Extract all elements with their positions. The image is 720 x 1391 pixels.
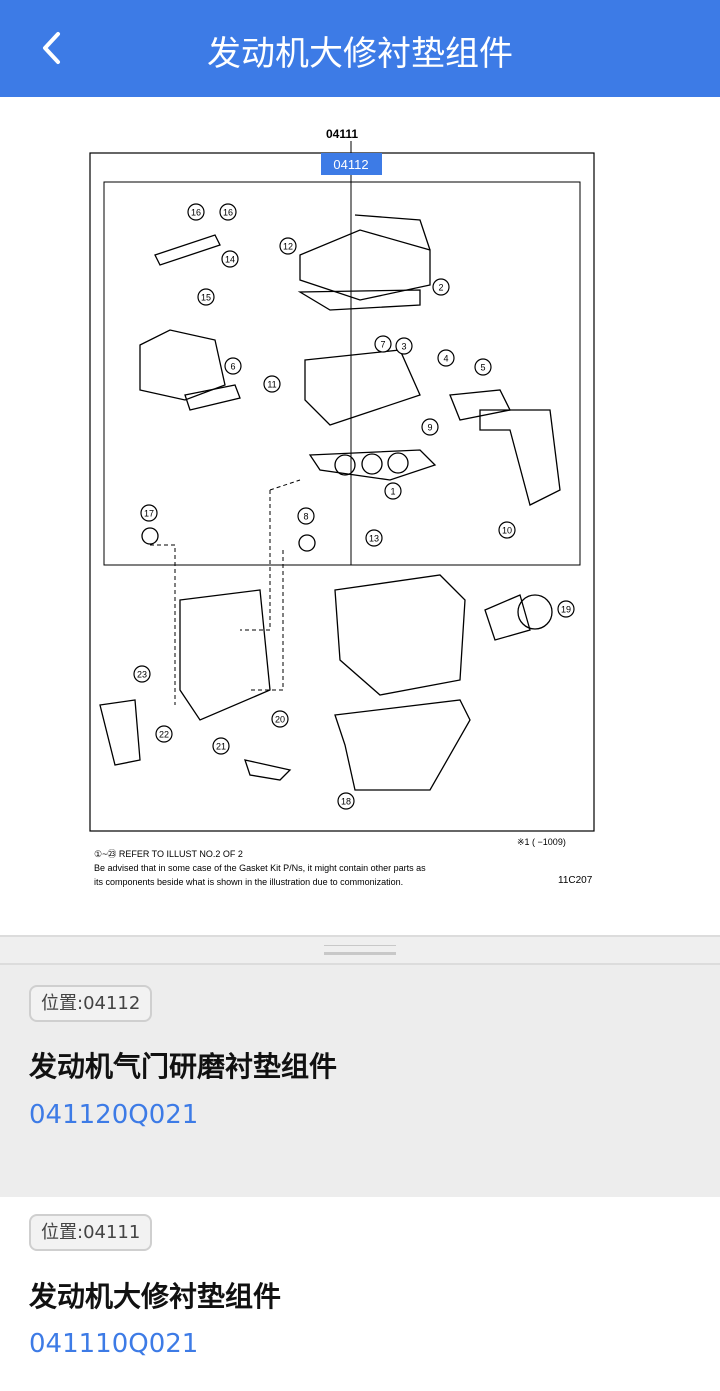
advice-line-2: its components beside what is shown in t… [94, 877, 403, 887]
callout-number: 3 [401, 342, 406, 352]
callout-2[interactable]: 2 [432, 278, 450, 296]
highlight-label-text[interactable]: 04112 [333, 157, 368, 172]
callout-number: 8 [303, 512, 308, 522]
top-bar: 发动机大修衬垫组件 [0, 0, 720, 97]
callout-19[interactable]: 19 [557, 600, 575, 618]
callout-number: 2 [438, 283, 443, 293]
callout-number: 19 [561, 605, 571, 615]
callout-16[interactable]: 16 [219, 203, 237, 221]
advice-line-1: Be advised that in some case of the Gask… [94, 863, 426, 873]
callout-number: 23 [137, 670, 147, 680]
callout-18[interactable]: 18 [337, 792, 355, 810]
note-right: ※1 ( −1009) [517, 837, 566, 847]
part-name: 发动机气门研磨衬垫组件 [29, 1050, 338, 1083]
callout-8[interactable]: 8 [297, 507, 315, 525]
callout-number: 14 [225, 255, 235, 265]
callout-number: 10 [502, 526, 512, 536]
callout-number: 4 [443, 354, 448, 364]
callout-number: 15 [201, 293, 211, 303]
callout-21[interactable]: 21 [212, 737, 230, 755]
back-button[interactable] [30, 24, 74, 72]
diagram-label-04112[interactable]: 04112 [321, 153, 382, 175]
callout-number: 11 [267, 380, 276, 390]
figure-code: 11C207 [558, 875, 593, 886]
part-code-link[interactable]: 041120Q021 [29, 1100, 199, 1130]
callout-number: 9 [427, 423, 432, 433]
callout-12[interactable]: 12 [279, 237, 297, 255]
callout-1[interactable]: 1 [384, 482, 402, 500]
callout-4[interactable]: 4 [437, 349, 455, 367]
position-badge: 位置:04112 [29, 985, 153, 1022]
callout-9[interactable]: 9 [421, 418, 439, 436]
callout-10[interactable]: 10 [498, 521, 516, 539]
callout-number: 7 [380, 340, 385, 350]
part-name: 发动机大修衬垫组件 [29, 1280, 282, 1313]
callout-20[interactable]: 20 [271, 710, 289, 728]
position-badge: 位置:04111 [29, 1214, 153, 1251]
drag-handle[interactable] [0, 935, 720, 965]
callout-13[interactable]: 13 [365, 529, 383, 547]
part-item[interactable]: 位置:04111 发动机大修衬垫组件 041110Q021 [0, 1197, 720, 1391]
parts-diagram[interactable]: 04111 04112 [0, 97, 720, 935]
callout-number: 16 [191, 208, 201, 218]
callout-number: 18 [341, 797, 351, 807]
callout-number: 17 [144, 509, 154, 519]
part-code-link[interactable]: 041110Q021 [29, 1329, 199, 1359]
callout-6[interactable]: 6 [224, 357, 242, 375]
callout-number: 13 [369, 534, 379, 544]
callout-number: 22 [159, 730, 169, 740]
callout-16[interactable]: 16 [187, 203, 205, 221]
callout-15[interactable]: 15 [197, 288, 215, 306]
callout-17[interactable]: 17 [140, 504, 158, 522]
callout-3[interactable]: 3 [395, 337, 413, 355]
callout-14[interactable]: 14 [221, 250, 239, 268]
callout-number: 1 [390, 487, 395, 497]
callout-number: 21 [216, 742, 226, 752]
callout-number: 6 [230, 362, 235, 372]
callout-23[interactable]: 23 [133, 665, 151, 683]
callout-number: 20 [275, 715, 285, 725]
diagram-label-04111[interactable]: 04111 [326, 127, 358, 141]
callout-22[interactable]: 22 [155, 725, 173, 743]
chevron-left-icon [43, 32, 60, 64]
callout-number: 5 [480, 363, 485, 373]
leader-lines [150, 479, 301, 705]
callout-11[interactable]: 11 [263, 375, 281, 393]
refer-text: ①~㉓ REFER TO ILLUST NO.2 OF 2 [94, 849, 243, 859]
callout-5[interactable]: 5 [474, 358, 492, 376]
page-title: 发动机大修衬垫组件 [207, 34, 513, 74]
part-item-selected[interactable]: 位置:04112 发动机气门研磨衬垫组件 041120Q021 [0, 965, 720, 1197]
callout-7[interactable]: 7 [374, 335, 392, 353]
callout-number: 12 [283, 242, 293, 252]
callout-number: 16 [223, 208, 233, 218]
engine-parts-illustration [99, 214, 561, 791]
